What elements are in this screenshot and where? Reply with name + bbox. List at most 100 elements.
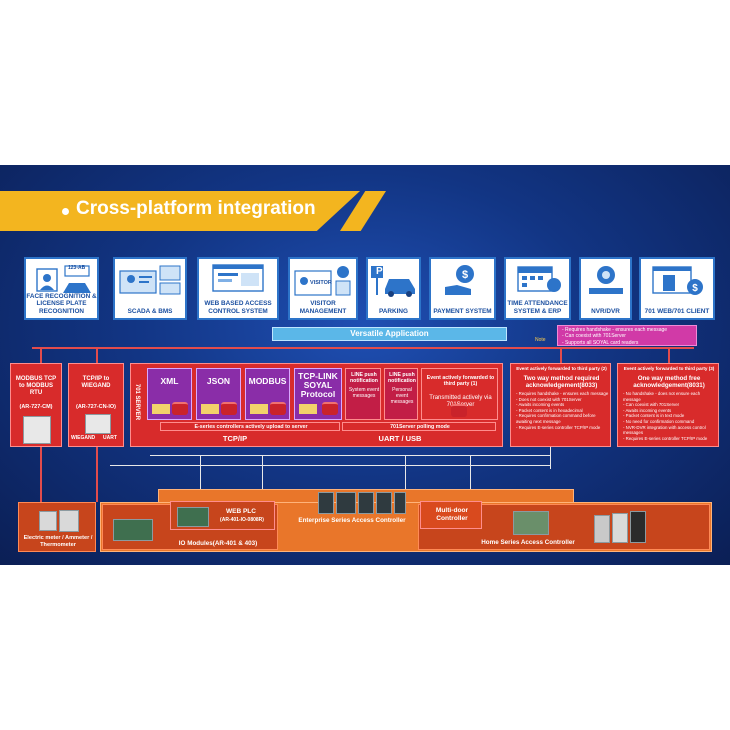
wire-line	[110, 465, 550, 466]
app-card-time-attendance: TIME ATTENDANCE SYSTEM & ERP	[504, 257, 571, 320]
bullet-item: - Awaits incoming events	[516, 402, 565, 408]
event3-bullets: - No handshake - does not ensure each me…	[623, 391, 718, 441]
line-push-system: LINE push notification System event mess…	[345, 368, 381, 420]
camera-icon	[588, 266, 623, 294]
meter-device-image	[59, 510, 79, 532]
line-push-personal: LINE push notification Personal event me…	[384, 368, 418, 420]
svg-text:$: $	[692, 283, 698, 294]
reader-device-image	[612, 513, 628, 543]
app-label: PARKING	[379, 307, 408, 315]
bullet-item: - NVR-DVR integration with access contro…	[623, 424, 706, 436]
event-title: Event actively forwarded to third party …	[426, 375, 495, 388]
note-line: - Requires handshake - ensures each mess…	[562, 327, 668, 333]
event3-header: Event actively forwarded to third party …	[623, 366, 715, 371]
protocol-tcp-link: TCP-LINK SOYAL Protocol	[294, 368, 342, 420]
controller-device-image	[394, 492, 406, 514]
app-label: NVR/DVR	[591, 307, 620, 315]
wire-line	[262, 455, 263, 491]
protocol-label: MODBUS	[248, 376, 287, 386]
bullet-item: - Can coexist with 701Server	[623, 402, 680, 408]
app-label: SCADA & BMS	[127, 307, 173, 315]
app-card-face-recognition: 123-AB FACE RECOGNITION & LICENSE PLATE …	[24, 257, 99, 320]
folder-icon	[152, 404, 170, 414]
polling-bar-label: 701Server polling mode	[390, 424, 450, 430]
wire-line	[470, 455, 471, 491]
payment-coin-icon: $	[444, 265, 474, 295]
page-title: Cross-platform integration	[76, 198, 316, 219]
tcp-ip-label: TCP/IP	[222, 434, 248, 443]
svg-text:$: $	[461, 269, 467, 281]
database-icon	[221, 402, 237, 415]
home-series-label: Home Series Access Controller	[481, 539, 575, 546]
connector-line	[560, 347, 562, 365]
modbus-model: (AR-727-CM)	[19, 404, 53, 410]
bullet-item: - No need for confirmation command	[623, 418, 695, 424]
app-card-visitor: VISITOR VISITOR MANAGEMENT	[288, 257, 358, 320]
folder-icon	[201, 404, 219, 414]
event3-title: One way method free acknowledgement(8031…	[633, 375, 705, 389]
bullet-item: - Does not coexist with 701Server	[516, 396, 582, 402]
wiegand-port: WIEGAND	[71, 435, 96, 441]
protocol-label: JSON	[206, 376, 231, 386]
app-card-nvr: NVR/DVR	[579, 257, 632, 320]
wire-line	[405, 455, 406, 491]
note-box: - Requires handshake - ensures each mess…	[557, 325, 697, 346]
bullet-item: - Requires handshake - ensures each mess…	[516, 391, 609, 396]
modbus-device-image	[23, 416, 51, 444]
controller-device-image	[358, 492, 374, 514]
note-label: Note	[535, 337, 546, 343]
modbus-converter-box: MODBUS TCP to MODBUS RTU (AR-727-CM)	[10, 363, 62, 447]
connector-line	[32, 347, 694, 349]
uart-port: UART	[103, 435, 117, 441]
wiegand-device-image	[85, 414, 111, 434]
io-modules-label: IO Modules(AR-401 & 403)	[178, 540, 258, 547]
reader-device-image	[594, 515, 610, 543]
line-push-title: LINE push notification	[350, 372, 378, 384]
event-forward-1: Event actively forwarded to third party …	[421, 368, 498, 420]
folder-icon	[250, 404, 268, 414]
bullet-item: - Requires E-series controller TCP/IP mo…	[623, 435, 708, 441]
meter-label: Electric meter / Ammeter / Thermometer	[23, 535, 93, 548]
event-forward-3: Event actively forwarded to third party …	[617, 363, 719, 447]
upload-bar: E-series controllers actively upload to …	[160, 422, 340, 431]
event2-header: Event actively forwarded to third party …	[516, 366, 607, 371]
line-push-sub: Personal event messages	[390, 387, 414, 405]
connector-line	[96, 347, 98, 365]
event2-bullets: - Requires handshake - ensures each mess…	[516, 391, 610, 430]
protocol-json: JSON	[196, 368, 241, 420]
parking-letter: P	[376, 266, 383, 277]
web-client-icon: $	[652, 266, 703, 295]
web-plc-model: (AR-401-IO-0808R)	[220, 517, 264, 523]
event-forward-2: Event actively forwarded to third party …	[510, 363, 611, 447]
web-plc-box: WEB PLC (AR-401-IO-0808R)	[170, 501, 275, 530]
bullet-dot-icon	[62, 208, 69, 215]
io-board-image	[113, 519, 153, 541]
versatile-application-bar: Versatile Application	[272, 327, 507, 341]
controller-device-image	[318, 492, 334, 514]
enterprise-label: Enterprise Series Access Controller	[298, 517, 406, 524]
diagram-stage: Cross-platform integration 123-AB FACE R…	[0, 165, 730, 565]
bullet-item: - Requires confirmation command before a…	[516, 413, 596, 424]
note-line: - Can coexist with 701Server	[562, 333, 626, 340]
home-board-image	[513, 511, 549, 535]
protocol-label: TCP-LINK SOYAL Protocol	[298, 371, 338, 399]
calendar-clock-icon	[516, 266, 561, 292]
note-line: - Supports all SOYAL card readers	[562, 339, 639, 346]
wire-line	[200, 455, 201, 491]
bullet-item: - Awaits incoming events	[623, 407, 672, 413]
app-label: WEB BASED ACCESS CONTROL SYSTEM	[204, 300, 272, 315]
bullet-item: - Requires E-series controller TCP/IP mo…	[516, 424, 601, 430]
connector-line	[668, 347, 670, 365]
line-push-sub: System event messages	[348, 387, 380, 399]
upload-bar-label: E-series controllers actively upload to …	[194, 424, 308, 430]
database-icon	[172, 402, 188, 415]
scada-monitor-icon	[119, 265, 181, 295]
web-browser-icon	[212, 264, 264, 292]
app-label: PAYMENT SYSTEM	[433, 307, 492, 315]
protocol-xml: XML	[147, 368, 192, 420]
database-icon	[451, 404, 467, 417]
title-banner	[0, 191, 360, 231]
app-label: 701 WEB/701 CLIENT	[644, 307, 710, 315]
uart-usb-label: UART / USB	[378, 434, 422, 443]
connector-line	[96, 447, 98, 502]
